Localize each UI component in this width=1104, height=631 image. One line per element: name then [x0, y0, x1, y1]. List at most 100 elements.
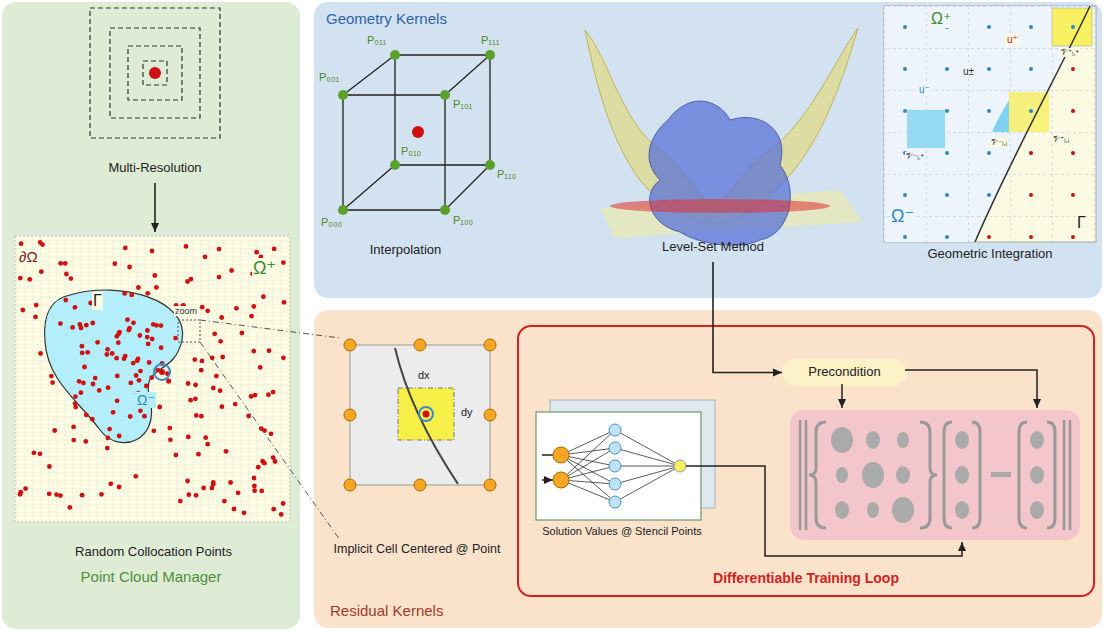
sample-dot — [18, 276, 23, 281]
sample-dot — [281, 260, 286, 265]
sample-dot — [58, 261, 63, 266]
illustration-stroke — [200, 320, 340, 540]
sample-dot — [112, 261, 117, 266]
sample-dot — [159, 323, 164, 328]
illustration-stroke — [178, 320, 200, 342]
sample-dot — [73, 401, 78, 406]
diagram-label: ∂Ω — [18, 248, 39, 265]
sample-dot — [259, 255, 264, 260]
sample-dot — [105, 347, 110, 352]
illustration-stroke — [344, 339, 496, 491]
diagram-label: u± — [962, 66, 975, 78]
illustration-stroke — [414, 339, 426, 351]
panel: Residual KernelsImplicit Cell Centered @… — [314, 310, 1102, 628]
illustration-stroke — [1030, 466, 1044, 484]
illustration-stroke — [884, 6, 1096, 242]
sample-dot — [39, 269, 44, 274]
sample-dot — [218, 388, 223, 393]
illustration-stroke — [542, 455, 553, 480]
cube-corners — [338, 50, 495, 215]
sample-dot — [150, 249, 155, 254]
sample-dot — [903, 109, 907, 113]
sample-dot — [151, 397, 156, 402]
sample-dot — [262, 428, 267, 433]
diagram-label: Ω⁺ — [252, 258, 277, 279]
illustration-stroke — [955, 431, 969, 449]
sample-dot — [139, 402, 144, 407]
sample-dot — [273, 459, 278, 464]
sample-dot — [154, 323, 159, 328]
illustration-stroke — [561, 430, 680, 502]
diagram-label: P₁₀₀ — [452, 214, 474, 227]
illustration-stroke — [1009, 92, 1049, 132]
sample-dot — [166, 379, 171, 384]
sample-dot — [203, 254, 208, 259]
illustration-stroke — [1019, 422, 1055, 528]
sample-dot — [105, 436, 110, 441]
sample-dot — [70, 325, 75, 330]
sample-dot — [240, 331, 245, 336]
sample-dot — [157, 405, 162, 410]
integration-grid — [884, 6, 1096, 242]
diagram-label: P₁₁₀ — [496, 168, 517, 181]
illustration-stroke — [897, 432, 909, 448]
illustration-stroke — [485, 50, 495, 60]
sample-dot — [135, 358, 140, 363]
sample-dot — [186, 381, 191, 386]
sample-dot — [150, 337, 155, 342]
sample-dot — [145, 328, 150, 333]
sample-dot — [108, 481, 113, 486]
sample-dot — [151, 428, 156, 433]
illustration-stroke — [831, 427, 1044, 523]
sample-dot — [1071, 151, 1075, 155]
sample-dot — [105, 446, 110, 451]
sample-dot — [1029, 193, 1033, 197]
sample-dot — [145, 335, 150, 340]
sample-dot — [69, 276, 74, 281]
sample-dot — [131, 320, 136, 325]
sample-dot — [199, 368, 204, 373]
process-pill: Precondition — [782, 359, 907, 386]
illustration-stroke — [920, 422, 937, 528]
sample-dot — [32, 450, 37, 455]
sample-dot — [194, 413, 199, 418]
sample-dot — [256, 465, 261, 470]
illustration-stroke — [390, 50, 400, 60]
sample-dot — [20, 308, 25, 313]
diagram-label: dy — [460, 406, 474, 419]
sample-dot — [49, 374, 54, 379]
sample-dot — [271, 507, 276, 512]
sample-dot — [23, 486, 28, 491]
sample-dot — [80, 351, 85, 356]
illustration-stroke — [831, 427, 853, 453]
sample-dot — [271, 455, 276, 460]
sample-dot — [50, 380, 55, 385]
sample-dot — [166, 378, 171, 383]
illustration-stroke — [609, 478, 621, 490]
sample-dot — [220, 355, 225, 360]
diagram-label: P₁₀₁ — [452, 98, 473, 111]
diagram-label: P₀₁₁ — [366, 34, 387, 47]
sample-dot — [228, 480, 233, 485]
sample-dot — [115, 398, 120, 403]
sample-dot — [211, 482, 216, 487]
sample-dot — [152, 273, 157, 278]
sample-dot — [144, 384, 149, 389]
sample-dot — [147, 360, 152, 365]
sample-dot — [203, 435, 208, 440]
sample-dot — [205, 442, 210, 447]
sample-dot — [181, 303, 186, 308]
sample-dot — [945, 25, 949, 29]
sample-dot — [154, 285, 159, 290]
illustration-stroke — [884, 6, 1090, 242]
sample-dot — [63, 298, 68, 303]
sample-dot — [242, 510, 247, 515]
sample-dot — [196, 452, 201, 457]
illustration-stroke — [600, 190, 862, 238]
illustration-stroke — [896, 466, 910, 484]
multi-resolution-squares — [90, 8, 220, 138]
node-label: Random Collocation Points — [75, 544, 232, 560]
illustration-stroke — [344, 339, 356, 351]
illustration-stroke — [128, 46, 182, 100]
interpolation-cube — [343, 55, 490, 210]
